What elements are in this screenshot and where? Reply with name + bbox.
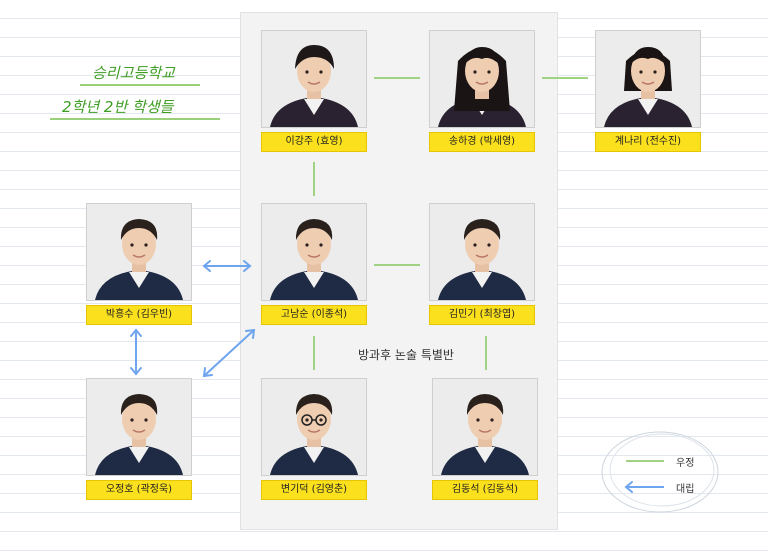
portrait-figure-lee-kangju (270, 45, 358, 127)
portrait-gye-nari (595, 30, 701, 128)
character-card-kim-dongseok: 김동석 (김동석) (432, 378, 538, 500)
character-label-park-heungsu: 박흥수 (김우빈) (86, 305, 192, 325)
character-card-byun-gideok: 변기덕 (김영춘) (261, 378, 367, 500)
portrait-park-heungsu (86, 203, 192, 301)
character-label-lee-kangju: 이강주 (효영) (261, 132, 367, 152)
portrait-figure-park-heungsu (95, 219, 183, 300)
title-underline-2 (50, 118, 220, 120)
character-card-park-heungsu: 박흥수 (김우빈) (86, 203, 192, 325)
character-label-byun-gideok: 변기덕 (김영춘) (261, 480, 367, 500)
character-label-song-hakyung: 송하경 (박세영) (429, 132, 535, 152)
title-class: 2학년 2반 학생들 (62, 98, 174, 116)
character-label-oh-jungho: 오정호 (곽정욱) (86, 480, 192, 500)
legend-ring (601, 431, 719, 513)
character-label-gye-nari: 계나리 (전수진) (595, 132, 701, 152)
conflict-arrow-jungho-namsun (203, 329, 255, 377)
character-label-kim-dongseok: 김동석 (김동석) (432, 480, 538, 500)
portrait-figure-oh-jungho (95, 394, 183, 475)
portrait-oh-jungho (86, 378, 192, 476)
character-card-kim-mingi: 김민기 (최창엽) (429, 203, 535, 325)
portrait-byun-gideok (261, 378, 367, 476)
portrait-figure-gye-nari (604, 47, 692, 127)
friendship-lines (313, 77, 588, 370)
character-label-go-namsun: 고남순 (이종석) (261, 305, 367, 325)
title-school: 승리고등학교 (92, 64, 175, 82)
title-underline-1 (80, 84, 200, 86)
portrait-kim-dongseok (432, 378, 538, 476)
portrait-lee-kangju (261, 30, 367, 128)
portrait-song-hakyung (429, 30, 535, 128)
character-card-gye-nari: 계나리 (전수진) (595, 30, 701, 152)
portrait-figure-byun-gideok (270, 394, 358, 475)
character-card-song-hakyung: 송하경 (박세영) (429, 30, 535, 152)
legend-conflict-label: 대립 (676, 484, 695, 495)
character-card-oh-jungho: 오정호 (곽정욱) (86, 378, 192, 500)
portrait-figure-kim-dongseok (441, 394, 529, 475)
character-card-go-namsun: 고남순 (이종석) (261, 203, 367, 325)
portrait-kim-mingi (429, 203, 535, 301)
legend-friendship-label: 우정 (676, 458, 695, 469)
after-school-class-label: 방과후 논술 특별반 (358, 348, 454, 362)
portrait-figure-go-namsun (270, 219, 358, 300)
character-card-lee-kangju: 이강주 (효영) (261, 30, 367, 152)
conflict-arrows (130, 260, 256, 378)
character-label-kim-mingi: 김민기 (최창엽) (429, 305, 535, 325)
portrait-figure-kim-mingi (438, 219, 526, 300)
portrait-go-namsun (261, 203, 367, 301)
portrait-figure-song-hakyung (438, 47, 526, 127)
